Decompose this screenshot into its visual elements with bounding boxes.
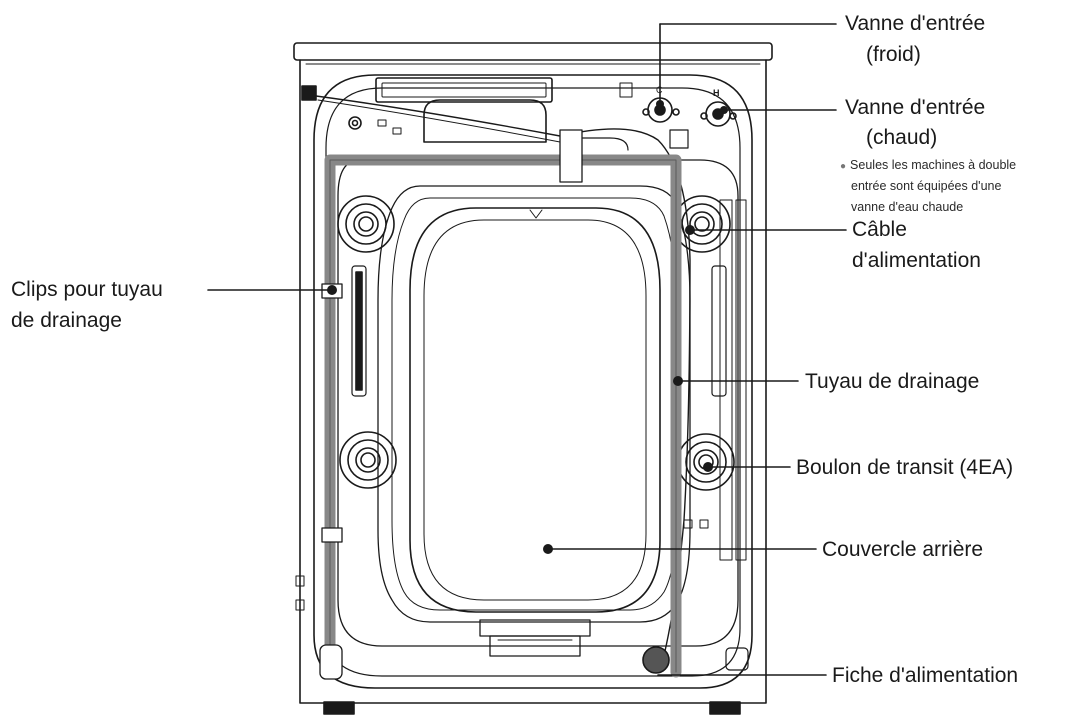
label-transit-bolt: Boulon de transit (4EA) bbox=[796, 456, 1014, 479]
transit-bolt-top-right bbox=[673, 195, 731, 253]
note-line1: ●Seules les machines à double bbox=[840, 158, 1017, 172]
label-inlet-cold-line2: (froid) bbox=[866, 43, 921, 66]
label-power-plug: Fiche d'alimentation bbox=[832, 664, 1019, 687]
outer-panel-loop bbox=[313, 74, 753, 689]
rear-frame bbox=[337, 159, 739, 647]
right-foot bbox=[709, 701, 741, 715]
note-line3: vanne d'eau chaude bbox=[851, 200, 964, 214]
rear-cover-frame bbox=[377, 185, 691, 623]
valve-cold-mark: C bbox=[656, 85, 663, 95]
valve-hot-mark: H bbox=[713, 88, 720, 98]
power-cable-connector bbox=[301, 85, 317, 101]
power-plug bbox=[642, 646, 670, 674]
label-inlet-hot-line2: (chaud) bbox=[866, 126, 938, 149]
left-foot bbox=[323, 701, 355, 715]
top-bracket bbox=[375, 77, 553, 103]
label-drain-clips-line1: Clips pour tuyau bbox=[11, 278, 163, 301]
hose-connector bbox=[559, 129, 583, 183]
label-drain-hose: Tuyau de drainage bbox=[805, 370, 980, 393]
label-rear-cover: Couvercle arrière bbox=[822, 538, 984, 561]
rear-cover bbox=[409, 207, 661, 613]
transit-bolt-top-left bbox=[337, 195, 395, 253]
inlet-valve-hot bbox=[700, 101, 737, 127]
leader-lines bbox=[207, 23, 847, 676]
top-lid bbox=[293, 42, 773, 61]
power-cable bbox=[315, 95, 691, 673]
note-bullet-icon: ● bbox=[840, 161, 847, 172]
transit-bolt-bottom-left bbox=[339, 431, 397, 489]
label-inlet-cold-line1: Vanne d'entrée bbox=[845, 12, 986, 35]
label-inlet-hot-line1: Vanne d'entrée bbox=[845, 96, 986, 119]
label-drain-clips-line2: de drainage bbox=[11, 309, 122, 332]
label-power-cable-line2: d'alimentation bbox=[852, 249, 981, 272]
note-line2: entrée sont équipées d'une bbox=[851, 179, 1002, 193]
label-power-cable-line1: Câble bbox=[852, 218, 907, 241]
cable-housing bbox=[423, 99, 547, 143]
drain-hose-clip-lower bbox=[321, 527, 343, 543]
